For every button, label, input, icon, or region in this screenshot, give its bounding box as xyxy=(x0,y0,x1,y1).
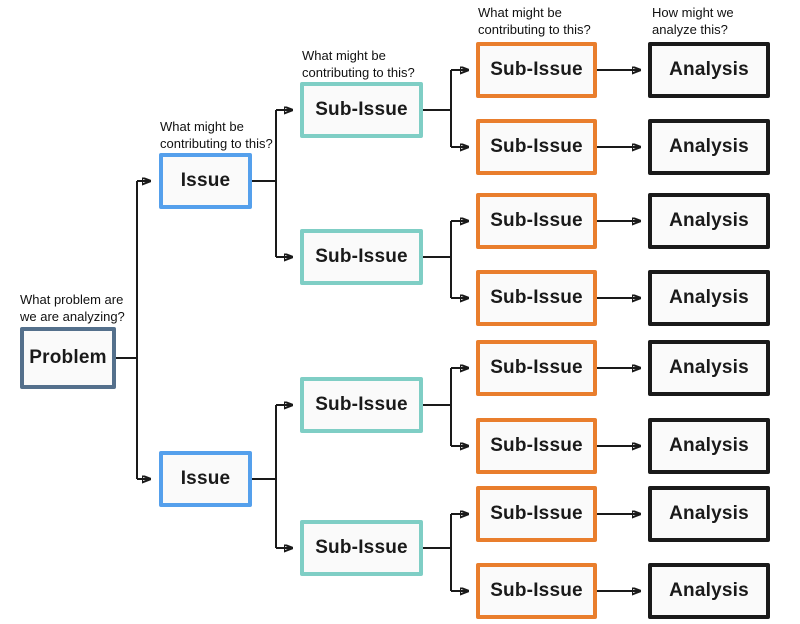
sub-issue-2-question-label: What might be contributing to this? xyxy=(478,5,591,37)
sub-issue-2-box-1: Sub-Issue xyxy=(476,42,597,98)
sub-issue-2-box-7: Sub-Issue xyxy=(476,486,597,542)
sub-issue-box-1: Sub-Issue xyxy=(300,82,423,138)
analysis-box-5: Analysis xyxy=(648,340,770,396)
analysis-question-label: How might we analyze this? xyxy=(652,5,734,37)
sub-issue-2-box-3: Sub-Issue xyxy=(476,193,597,249)
sub-issue-2-box-4: Sub-Issue xyxy=(476,270,597,326)
analysis-box-8: Analysis xyxy=(648,563,770,619)
sub-issue-question-label: What might be contributing to this? xyxy=(302,48,415,80)
sub-issue-2-box-5: Sub-Issue xyxy=(476,340,597,396)
analysis-box-3: Analysis xyxy=(648,193,770,249)
sub-issue-2-box-8: Sub-Issue xyxy=(476,563,597,619)
problem-box: Problem xyxy=(20,327,116,389)
issue-question-label: What might be contributing to this? xyxy=(160,119,273,151)
sub-issue-2-box-6: Sub-Issue xyxy=(476,418,597,474)
analysis-box-1: Analysis xyxy=(648,42,770,98)
analysis-box-7: Analysis xyxy=(648,486,770,542)
sub-issue-box-3: Sub-Issue xyxy=(300,377,423,433)
analysis-box-6: Analysis xyxy=(648,418,770,474)
analysis-box-4: Analysis xyxy=(648,270,770,326)
sub-issue-box-4: Sub-Issue xyxy=(300,520,423,576)
issue-box-2: Issue xyxy=(159,451,252,507)
sub-issue-box-2: Sub-Issue xyxy=(300,229,423,285)
issue-box-1: Issue xyxy=(159,153,252,209)
analysis-box-2: Analysis xyxy=(648,119,770,175)
sub-issue-2-box-2: Sub-Issue xyxy=(476,119,597,175)
problem-question-label: What problem are we are analyzing? xyxy=(20,292,125,324)
